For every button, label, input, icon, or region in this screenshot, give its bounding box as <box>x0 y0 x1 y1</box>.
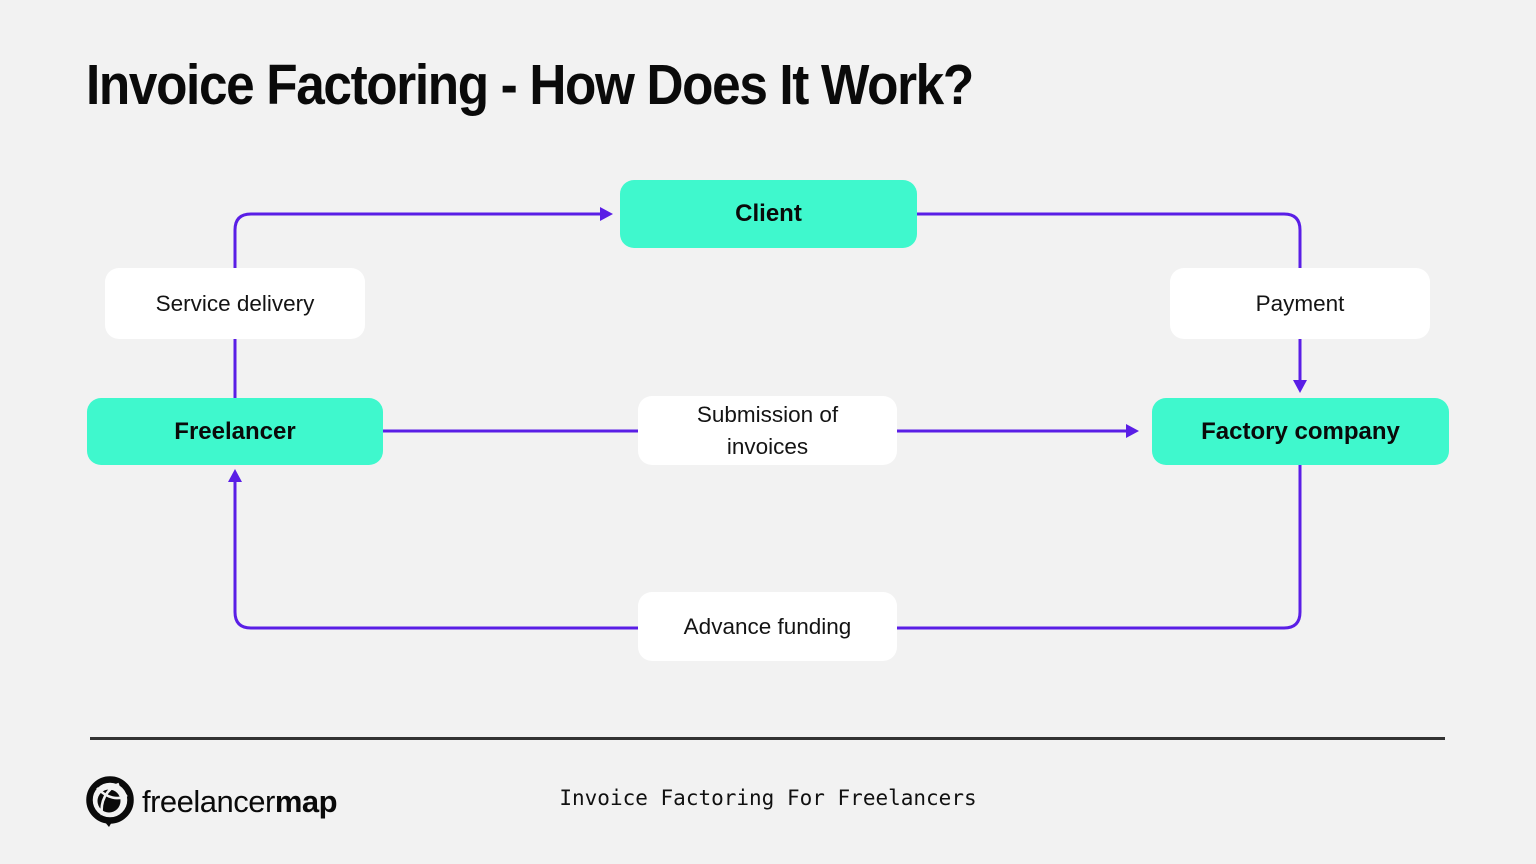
edge-label-submission-of-invoices: Submission of invoices <box>638 396 897 465</box>
freelancermap-logo-icon <box>86 776 134 827</box>
freelancermap-wordmark: freelancermap <box>142 784 338 820</box>
edge-label-payment-text: Payment <box>1255 290 1345 316</box>
node-client: Client <box>620 180 917 248</box>
wordmark-bold: map <box>274 784 338 819</box>
edge-label-service-delivery-text: Service delivery <box>155 290 315 316</box>
edge-label-payment: Payment <box>1170 268 1430 339</box>
node-freelancer: Freelancer <box>87 398 383 465</box>
node-factory-company: Factory company <box>1152 398 1449 465</box>
node-client-label: Client <box>735 200 802 227</box>
footer-caption: Invoice Factoring For Freelancers <box>559 786 977 810</box>
node-freelancer-label: Freelancer <box>174 417 296 445</box>
freelancermap-logo: freelancermap <box>85 776 338 828</box>
edge-label-advance-funding: Advance funding <box>638 592 897 661</box>
wordmark-regular: freelancer <box>142 784 275 819</box>
arrow-freelancer-to-client <box>233 207 613 400</box>
arrow-client-to-factory-company <box>915 212 1307 393</box>
node-factory-company-label: Factory company <box>1201 417 1400 445</box>
edge-label-service-delivery: Service delivery <box>105 268 365 339</box>
edge-label-advance-funding-text: Advance funding <box>683 613 852 639</box>
edge-label-submission-of-invoices-text: Submission of invoices <box>696 402 839 459</box>
footer-divider <box>90 737 1445 740</box>
page-title: Invoice Factoring - How Does It Work? <box>86 53 974 117</box>
